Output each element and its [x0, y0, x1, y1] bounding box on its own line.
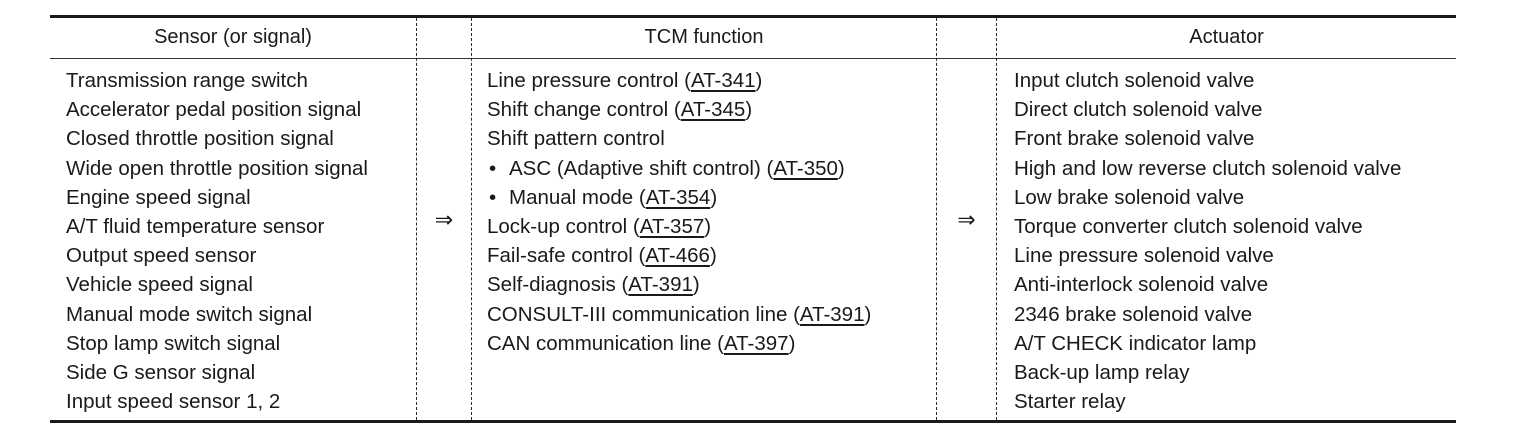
- sensor-item: Accelerator pedal position signal: [66, 98, 362, 122]
- sensor-column-header: Sensor (or signal): [154, 26, 312, 48]
- sensor-item: Output speed sensor: [66, 244, 257, 268]
- tcm-function-item: Line pressure control (AT-341): [487, 66, 936, 95]
- reference-link[interactable]: AT-345: [680, 98, 746, 122]
- table-bottom-rule: [50, 420, 1456, 423]
- reference-link[interactable]: AT-391: [628, 273, 693, 297]
- actuator-item: A/T CHECK indicator lamp: [1014, 331, 1257, 355]
- column-divider: [996, 18, 997, 420]
- tcm-function-closing: ): [709, 244, 717, 268]
- tcm-function-item: CAN communication line (AT-397): [487, 329, 936, 358]
- tcm-function-closing: ): [692, 273, 700, 297]
- tcm-function-text: Lock-up control (: [487, 214, 640, 238]
- tcm-column-header: TCM function: [644, 26, 764, 48]
- reference-link[interactable]: AT-397: [723, 331, 789, 355]
- tcm-function-closing: ): [755, 69, 763, 92]
- reference-link[interactable]: AT-341: [690, 69, 756, 92]
- flow-arrow-tcm-to-actuator: ⇒: [957, 207, 976, 232]
- tcm-function-text: Shift change control (: [487, 98, 681, 122]
- tcm-function-closing: ): [837, 156, 845, 180]
- actuator-item: 2346 brake solenoid valve: [1014, 302, 1253, 326]
- sensor-column: Sensor (or signal) Transmission range sw…: [50, 18, 416, 420]
- tcm-function-text: Self-diagnosis (: [487, 273, 629, 297]
- tcm-function-item: Shift change control (AT-345): [487, 95, 936, 124]
- tcm-column: TCM function Line pressure control (AT-3…: [472, 18, 936, 420]
- bullet-icon: •: [489, 156, 497, 180]
- actuator-item: Torque converter clutch solenoid valve: [1014, 214, 1363, 238]
- column-divider: [416, 18, 417, 420]
- tcm-function-text: Manual mode (: [509, 185, 646, 209]
- actuator-item: Starter relay: [1014, 390, 1126, 414]
- actuator-item: Direct clutch solenoid valve: [1014, 98, 1263, 122]
- sensor-item: Transmission range switch: [66, 69, 308, 92]
- tcm-function-text: Line pressure control (: [487, 69, 691, 92]
- tcm-function-closing: ): [745, 98, 753, 122]
- column-divider: [936, 18, 937, 420]
- tcm-function-text: Shift pattern control: [487, 127, 665, 151]
- flow-arrow-sensor-to-tcm: ⇒: [434, 207, 454, 232]
- actuator-item: Anti-interlock solenoid valve: [1014, 273, 1269, 297]
- tcm-function-text: Fail-safe control (: [487, 244, 646, 268]
- reference-link[interactable]: AT-466: [645, 244, 710, 268]
- tcm-function-text: CAN communication line (: [487, 331, 724, 355]
- header-bottom-rule: [50, 58, 1456, 59]
- tcm-function-item: Self-diagnosis (AT-391): [487, 270, 936, 299]
- reference-link[interactable]: AT-391: [799, 302, 865, 326]
- tcm-function-closing: ): [788, 331, 796, 355]
- tcm-function-item: CONSULT-III communication line (AT-391): [487, 300, 936, 329]
- reference-link[interactable]: AT-354: [645, 185, 711, 209]
- tcm-function-item: Fail-safe control (AT-466): [487, 241, 936, 270]
- sensor-item: Stop lamp switch signal: [66, 331, 281, 355]
- actuator-item: Back-up lamp relay: [1014, 360, 1190, 384]
- tcm-function-closing: ): [864, 302, 872, 326]
- actuator-item: Line pressure solenoid valve: [1014, 244, 1274, 268]
- actuator-column-header: Actuator: [1189, 26, 1264, 48]
- column-divider: [471, 18, 472, 420]
- actuator-item: High and low reverse clutch solenoid val…: [1014, 156, 1402, 180]
- bullet-icon: •: [489, 185, 497, 209]
- tcm-function-closing: ): [710, 185, 718, 209]
- sensor-item: Vehicle speed signal: [66, 273, 253, 297]
- sensor-item: Side G sensor signal: [66, 360, 256, 384]
- tcm-function-list: Line pressure control (AT-341)Shift chan…: [487, 66, 936, 358]
- tcm-function-item: Shift pattern control: [487, 124, 936, 153]
- actuator-item: Front brake solenoid valve: [1014, 127, 1255, 151]
- actuator-item: Input clutch solenoid valve: [1014, 69, 1255, 92]
- tcm-function-item: Lock-up control (AT-357): [487, 212, 936, 241]
- tcm-function-item: • ASC (Adaptive shift control) (AT-350): [487, 154, 936, 183]
- reference-link[interactable]: AT-350: [773, 156, 838, 180]
- reference-link[interactable]: AT-357: [639, 214, 705, 238]
- tcm-function-text: CONSULT-III communication line (: [487, 302, 800, 326]
- tcm-function-item: • Manual mode (AT-354): [487, 183, 936, 212]
- tcm-function-closing: ): [704, 214, 712, 238]
- sensor-item: Input speed sensor 1, 2: [66, 390, 281, 414]
- sensor-item: Closed throttle position signal: [66, 127, 334, 151]
- actuator-item: Low brake solenoid valve: [1014, 185, 1245, 209]
- sensor-item: A/T fluid temperature sensor: [66, 214, 325, 238]
- sensor-item: Manual mode switch signal: [66, 302, 313, 326]
- sensor-item: Engine speed signal: [66, 185, 251, 209]
- sensor-item: Wide open throttle position signal: [66, 156, 368, 180]
- tcm-function-text: ASC (Adaptive shift control) (: [509, 156, 774, 180]
- table-top-rule: [50, 15, 1456, 18]
